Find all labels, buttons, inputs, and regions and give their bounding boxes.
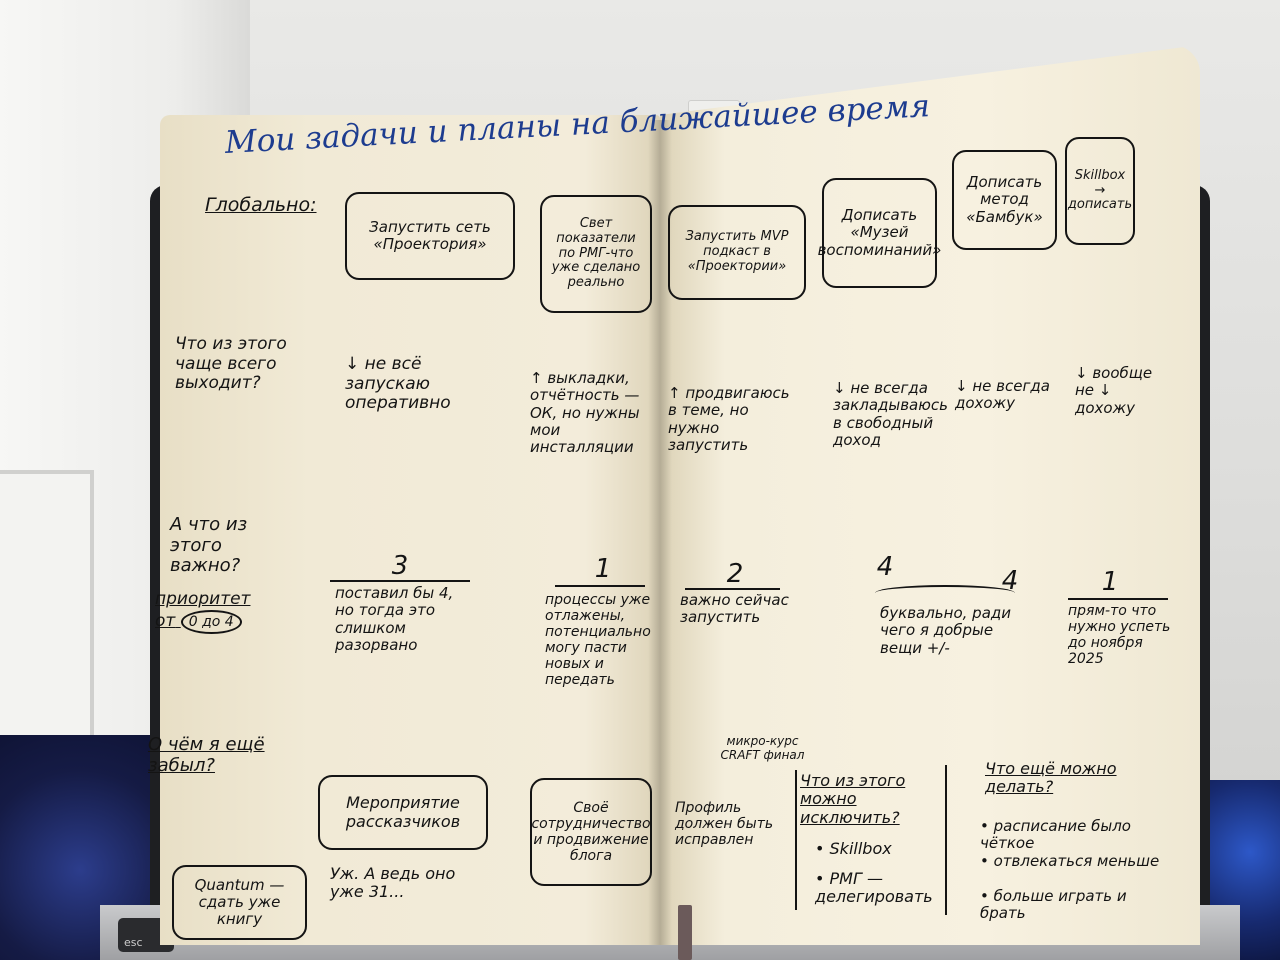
improve-title: Что ещё можно делать? [985,759,1117,797]
forgot-self-box: Своё сотрудничество и продвижение блога [530,778,652,886]
forgot-events-note: Уж. А ведь оно уже 31... [330,864,456,902]
goal-box-1: Запустить сеть «Проектория» [345,192,515,280]
priority-value-6: 1 [1101,567,1119,597]
priority-rule-3 [685,588,780,590]
outcome-2: ↑ выкладки, отчётность — ОК, но нужны мо… [530,369,640,456]
exclude-title: Что из этого можно исключить? [800,771,906,827]
priority-value-2: 1 [594,554,612,584]
improve-item-1: • расписание было чёткое [980,817,1131,853]
priority-note-4: буквально, ради чего я добрые вещи +/- [880,604,1012,657]
outcome-1: ↓ не всё запускаю оперативно [345,354,451,414]
label-what-forgot: О чём я ещё забыл? [148,734,265,776]
priority-note-1: поставил бы 4, но тогда это слишком разо… [335,584,454,654]
label-what-matters: А что из этого важно? [170,514,248,577]
outcome-5: ↓ не всегда дохожу [955,377,1050,413]
forgot-craft: микро-курс CRAFT финал [720,734,805,762]
goal-box-3: Запустить MVP подкаст в «Проектории» [668,205,806,300]
priority-rule-1 [330,580,470,582]
outcome-4: ↓ не всегда закладываюсь в свободный дох… [833,379,948,449]
goal-box-4: Дописать «Музей воспоминаний» [818,178,941,288]
improve-item-2: • отвлекаться меньше [980,852,1160,870]
priority-note-3: важно сейчас запустить [680,591,789,627]
notebook-right-page [660,45,1200,945]
outcome-6: ↓ вообще не ↓ дохожу [1075,364,1153,417]
priority-note-6: прям-то что нужно успеть до ноября 2025 [1068,603,1171,668]
notebook-left-page [160,115,660,945]
label-global: Глобально: [205,194,317,216]
priority-value-3: 2 [726,559,744,589]
label-priorities-text: приоритет от [155,589,251,631]
forgot-profile: Профиль должен быть исправлен [675,800,774,849]
window-frame [0,470,94,748]
priority-value-4: 4 [876,552,894,582]
exclude-item-1: • Skillbox [815,839,892,858]
goal-box-6: Skillbox → дописать [1065,137,1135,245]
outcome-3: ↑ продвигаюсь в теме, но нужно запустить [668,384,790,454]
goal-box-2: Свет показатели по РМГ-что уже сделано р… [540,195,652,313]
label-priorities-range: 0 до 4 [180,609,242,634]
priority-rule-6 [1068,598,1168,600]
ribbon-bookmark [678,905,692,960]
improve-item-3: • больше играть и брать [980,887,1127,923]
divider-improve [945,765,947,915]
priority-rule-2 [555,585,645,587]
priority-brace [875,585,1015,601]
exclude-item-2: • РМГ — делегировать [815,869,933,907]
priority-note-2: процессы уже отлажены, потенциально могу… [545,592,651,689]
priority-value-1: 3 [391,551,409,581]
label-what-outcome: Что из этого чаще всего выходит? [175,334,287,394]
forgot-events-box: Мероприятие рассказчиков [318,775,488,850]
divider-exclude [795,770,797,910]
goal-box-5: Дописать метод «Бамбук» [952,150,1057,250]
label-priorities: приоритет от 0 до 4 [155,589,265,634]
esc-key-label: esc [124,936,143,949]
forgot-quantum-box: Quantum — сдать уже книгу [172,865,307,940]
